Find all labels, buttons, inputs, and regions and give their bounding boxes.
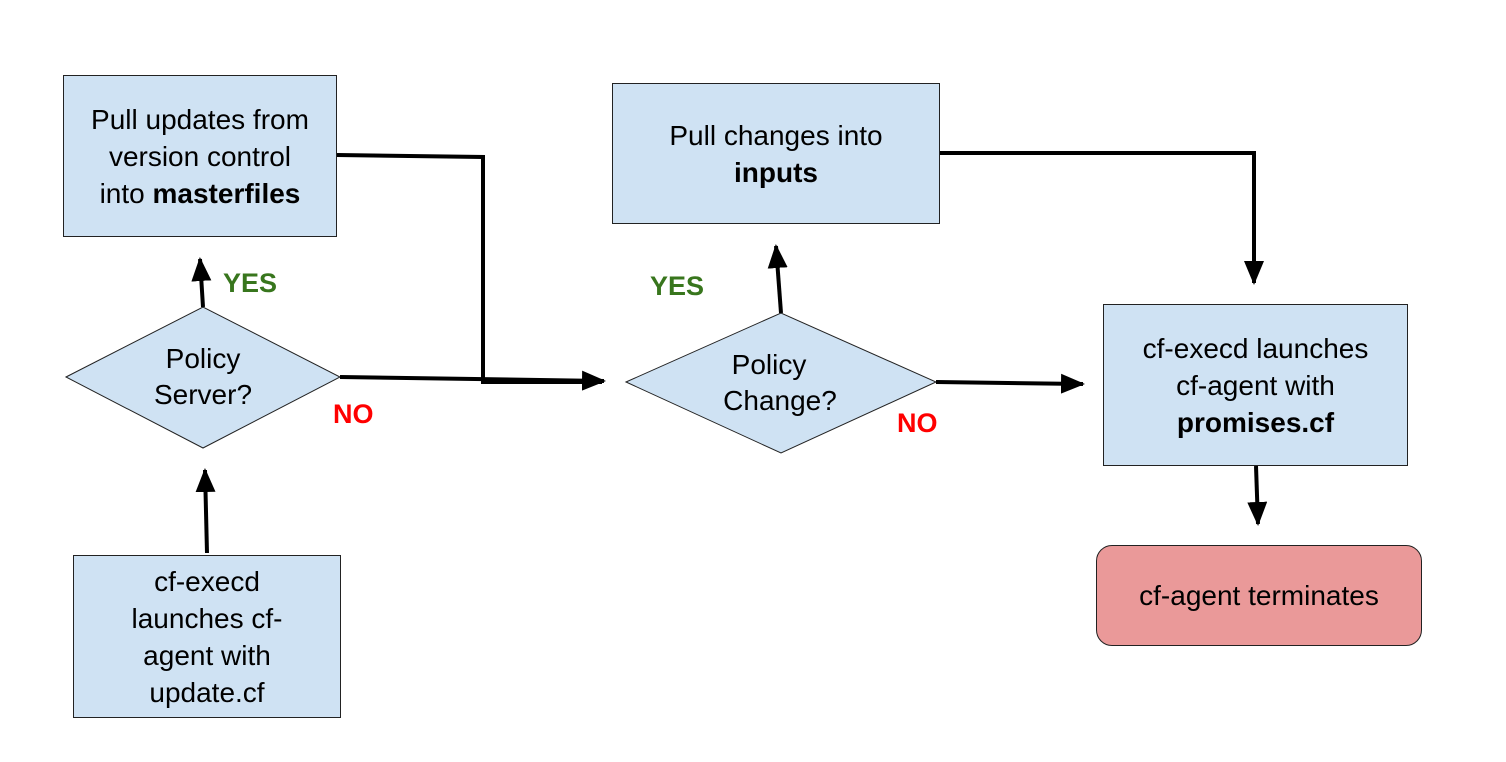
edge-masterfiles-to-change — [336, 153, 602, 384]
pull-updates-line2: version control — [108, 140, 292, 172]
policy-change-label: Policy Change? — [681, 347, 881, 419]
start-update-line2: launches cf- — [131, 602, 283, 634]
policy-change-line2: Change? — [723, 385, 837, 416]
edge-inputs-to-launch — [939, 151, 1264, 285]
start-update-line1: cf-execd — [154, 565, 260, 597]
pull-updates-line1: Pull updates from — [91, 103, 309, 135]
change-no-label: NO — [897, 408, 938, 438]
pull-updates-line3-prefix: into — [99, 177, 153, 209]
edge-start-to-server — [195, 468, 216, 554]
policy-server-label: Policy Server? — [113, 341, 293, 413]
policy-server-line1: Policy — [165, 343, 241, 374]
pull-changes-line1: Pull changes into — [669, 119, 883, 151]
edge-change-no — [935, 373, 1085, 394]
edge-server-yes — [191, 257, 212, 308]
launch-promises-line2: cf-agent with — [1176, 369, 1335, 401]
change-yes-label: YES — [650, 271, 705, 301]
server-no-label: NO — [333, 399, 374, 429]
server-yes-label: YES — [223, 268, 278, 298]
start-update-box: cf-execd launches cf- agent with update.… — [73, 555, 341, 718]
edge-launch-to-terminate — [1247, 465, 1268, 526]
launch-promises-line1: cf-execd launches — [1142, 332, 1369, 364]
pull-updates-box: Pull updates from version control into m… — [63, 75, 337, 237]
inputs-label: inputs — [733, 156, 818, 188]
launch-promises-box: cf-execd launches cf-agent with promises… — [1103, 304, 1408, 466]
pull-changes-box: Pull changes into inputs — [612, 83, 940, 224]
start-update-line4: update.cf — [149, 676, 265, 708]
masterfiles-label: masterfiles — [152, 177, 301, 209]
edge-change-yes — [767, 244, 788, 314]
policy-change-line1: Policy — [731, 349, 807, 380]
start-update-line3: agent with — [143, 639, 271, 671]
promises-cf-label: promises.cf — [1176, 406, 1335, 438]
terminates-box: cf-agent terminates — [1096, 545, 1422, 646]
policy-server-line2: Server? — [153, 379, 253, 410]
terminates-label: cf-agent terminates — [1139, 580, 1379, 611]
